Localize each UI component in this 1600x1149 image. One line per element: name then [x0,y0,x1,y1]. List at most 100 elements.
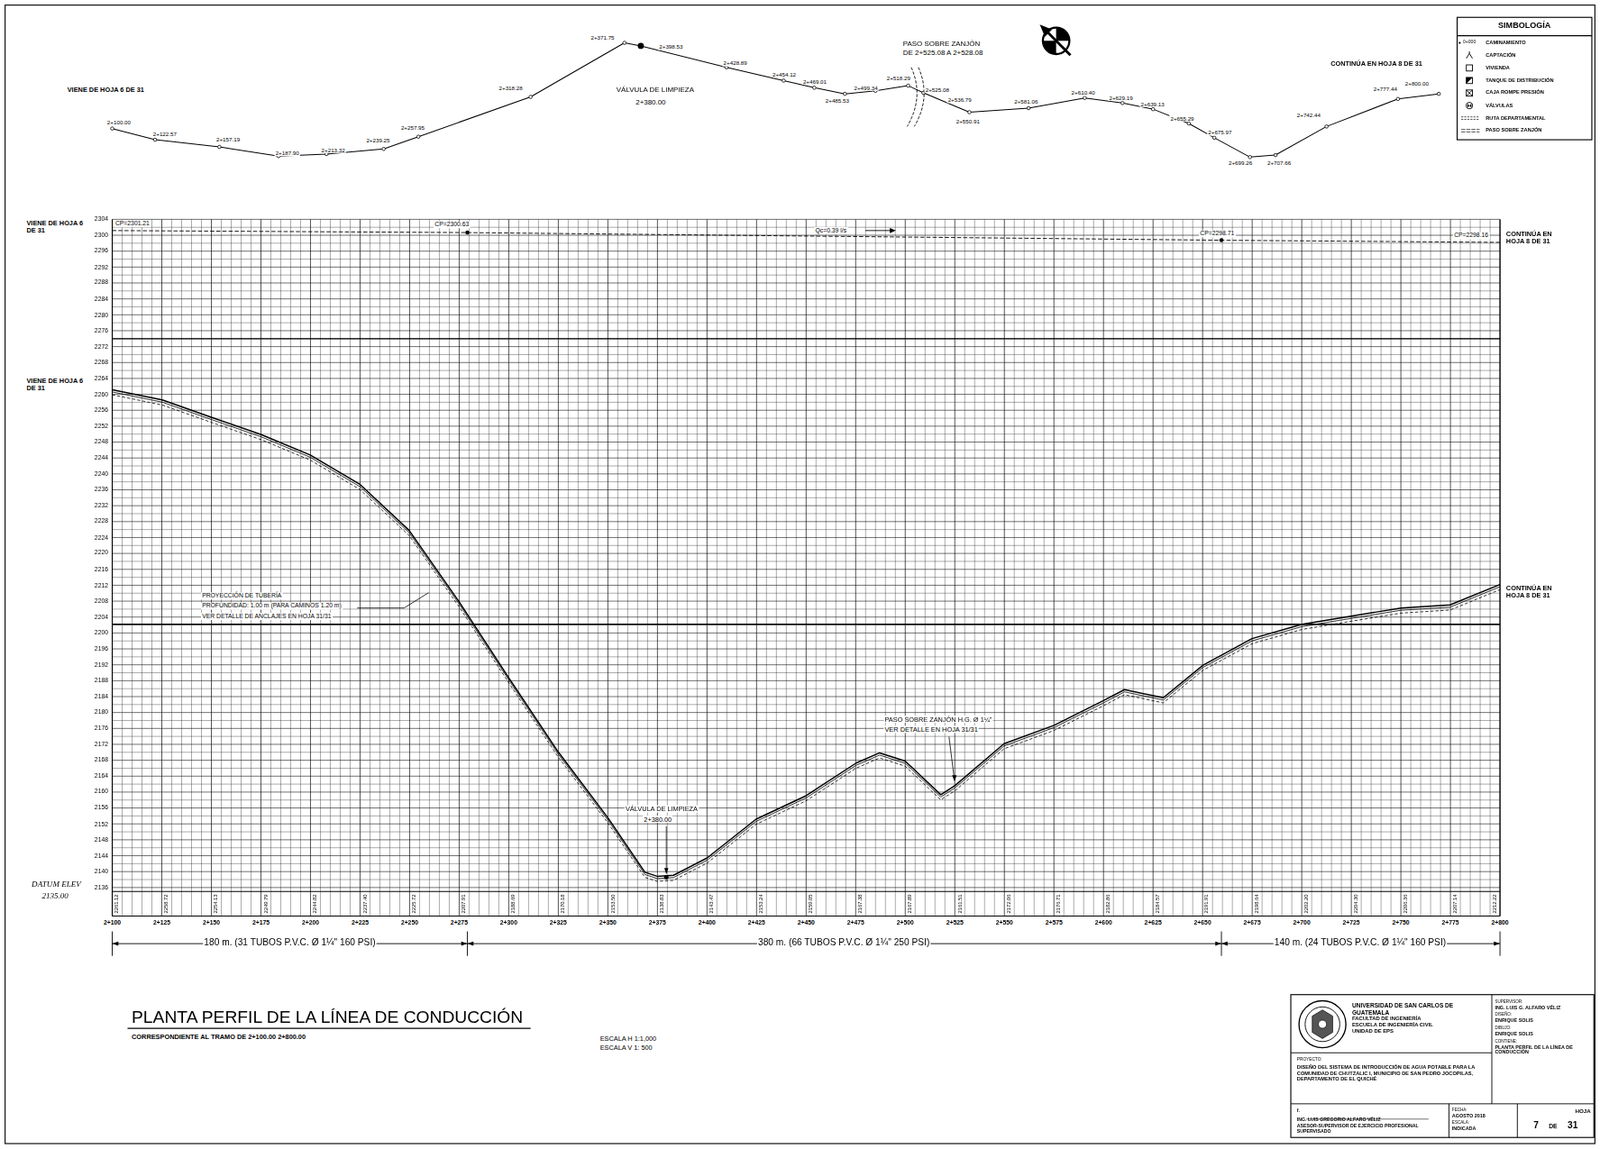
annotation-label: 2+655.29 [1169,115,1195,122]
station-point [1273,153,1278,157]
grid-line [1499,219,1501,916]
legend-text: TANQUE DE DISTRIBUCIÓN [1484,77,1555,83]
grid-line [726,219,728,916]
station-point [1396,97,1400,101]
elevation-label: 2196 [93,645,110,652]
legend-sample [1466,51,1473,59]
station-label: 2+175 [251,920,271,927]
annotation-label: 2+707.66 [1266,160,1292,167]
annotation-label: CP=2298.16 [1453,232,1490,239]
station-point [843,91,848,96]
ground-elevation: 2170.18 [560,893,567,915]
ground-elevation: 2204.30 [1353,893,1359,915]
ground-elevation: 2207.14 [1452,893,1458,915]
annotation-label: 2+257.95 [400,124,426,131]
annotation-label: 2+499.34 [852,84,878,92]
ground-elevation: 2172.06 [1005,893,1012,915]
grid-line [171,219,173,916]
grid-line [1440,219,1442,916]
grid-line [300,219,302,916]
station-label: 2+100 [102,920,122,927]
ground-elevation: 2167.38 [858,893,864,915]
title-block-cell: HOJA7DE31 [1517,1106,1594,1137]
station-point [1083,96,1088,101]
grid-line [875,219,877,916]
grid-line [1202,219,1204,916]
grid-line [1014,219,1015,916]
legend-sample [1466,90,1473,97]
elevation-label: 2300 [93,231,110,238]
grid-line [617,219,619,916]
elevation-label: 2160 [93,788,110,796]
annotation-label: 2+800.00 [1404,80,1430,87]
title-block-text: ING. LUIS G. ALFARO VÉLIZ [1494,1005,1591,1011]
station-label: 2+475 [846,920,866,927]
station-point [529,95,533,100]
grid-line [379,219,381,916]
pipe-profile [112,394,1501,882]
annotation-label: CORRESPONDIENTE AL TRAMO DE 2+100.00 2+8… [130,1033,307,1041]
annotation-label: PROYECCIÓN DE TUBERÍA [201,592,283,599]
grid-line [131,219,133,916]
legend-sample [1461,116,1480,118]
university-seal [1305,1006,1340,1042]
university-seal [1298,1001,1346,1049]
grid-line [359,219,361,916]
ground-elevation: 2225.72 [411,893,418,915]
station-point [968,110,972,115]
ground-elevation: 2261.12 [114,893,120,915]
elevation-label: 2252 [93,422,110,430]
annotation-label: CP=2300.63 [433,220,470,228]
grid-line [389,219,391,916]
dimension-arrow [112,941,119,947]
grid-line [905,219,906,916]
grid-line [1480,219,1482,916]
station-label: 2+700 [1291,920,1311,927]
annotation-label: 2+742.44 [1296,111,1322,119]
annotation-label: VIENE DE HOJA 6 DE 31 [25,219,93,234]
title-block-line [1491,995,1493,1105]
leader-head [664,868,669,875]
station-label: 2+650 [1192,920,1212,927]
university-seal [1318,1020,1327,1029]
title-block-text: UNIDAD DE EPS [1352,1028,1491,1035]
annotation-label: 2+581.06 [1013,99,1039,106]
title-block-text: ENRIQUE SOLIS [1494,1017,1591,1024]
ground-elevation: 2244.82 [312,893,319,915]
grid-line [1103,219,1105,916]
station-label: 2+375 [648,920,668,927]
annotation-label: 2+629.19 [1107,94,1134,101]
valve-symbol [638,43,645,50]
title-block-text: PROYECTO: [1297,1058,1489,1063]
ground-elevation: 2202.20 [1303,893,1309,915]
station-label: 2+600 [1093,920,1113,927]
annotation-label: CONTINÚA EN HOJA 8 DE 31 [1505,584,1573,599]
grid-line [429,219,430,916]
grid-line [339,219,341,916]
grid-line [112,338,1501,339]
grid-line [766,219,768,916]
grid-line [141,219,143,916]
grid-line [1133,219,1134,916]
legend-text: CAPTACIÓN [1484,52,1517,58]
grid-line [1420,219,1422,916]
title-block-text: f. [1297,1107,1445,1114]
grid-line [1172,219,1174,916]
grid-line [349,219,351,916]
annotation-label: 2+122.57 [152,130,178,138]
title-block-cell: SUPERVISOR:ING. LUIS G. ALFARO VÉLIZDISE… [1491,996,1594,1105]
grid-line [230,219,232,916]
grid-line [478,219,480,916]
legend-sample [1469,103,1472,109]
title-block-cell: PROYECTO:DISEÑO DEL SISTEMA DE INTRODUCC… [1292,1055,1492,1105]
annotation-label: 2+518.29 [886,75,912,83]
station-label: 2+275 [449,920,469,927]
annotation-label: 2+100.00 [106,118,132,126]
elevation-label: 2204 [93,613,110,621]
north-arrow [1040,24,1053,37]
grid-line [1410,219,1412,916]
title-block-cell: f.ING. LUIS GREGORIO ALFARO VÉLIZASESOR-… [1292,1106,1449,1137]
station-label: 2+200 [301,920,320,927]
legend-text: CAJA ROMPE PRESIÓN [1484,90,1546,96]
